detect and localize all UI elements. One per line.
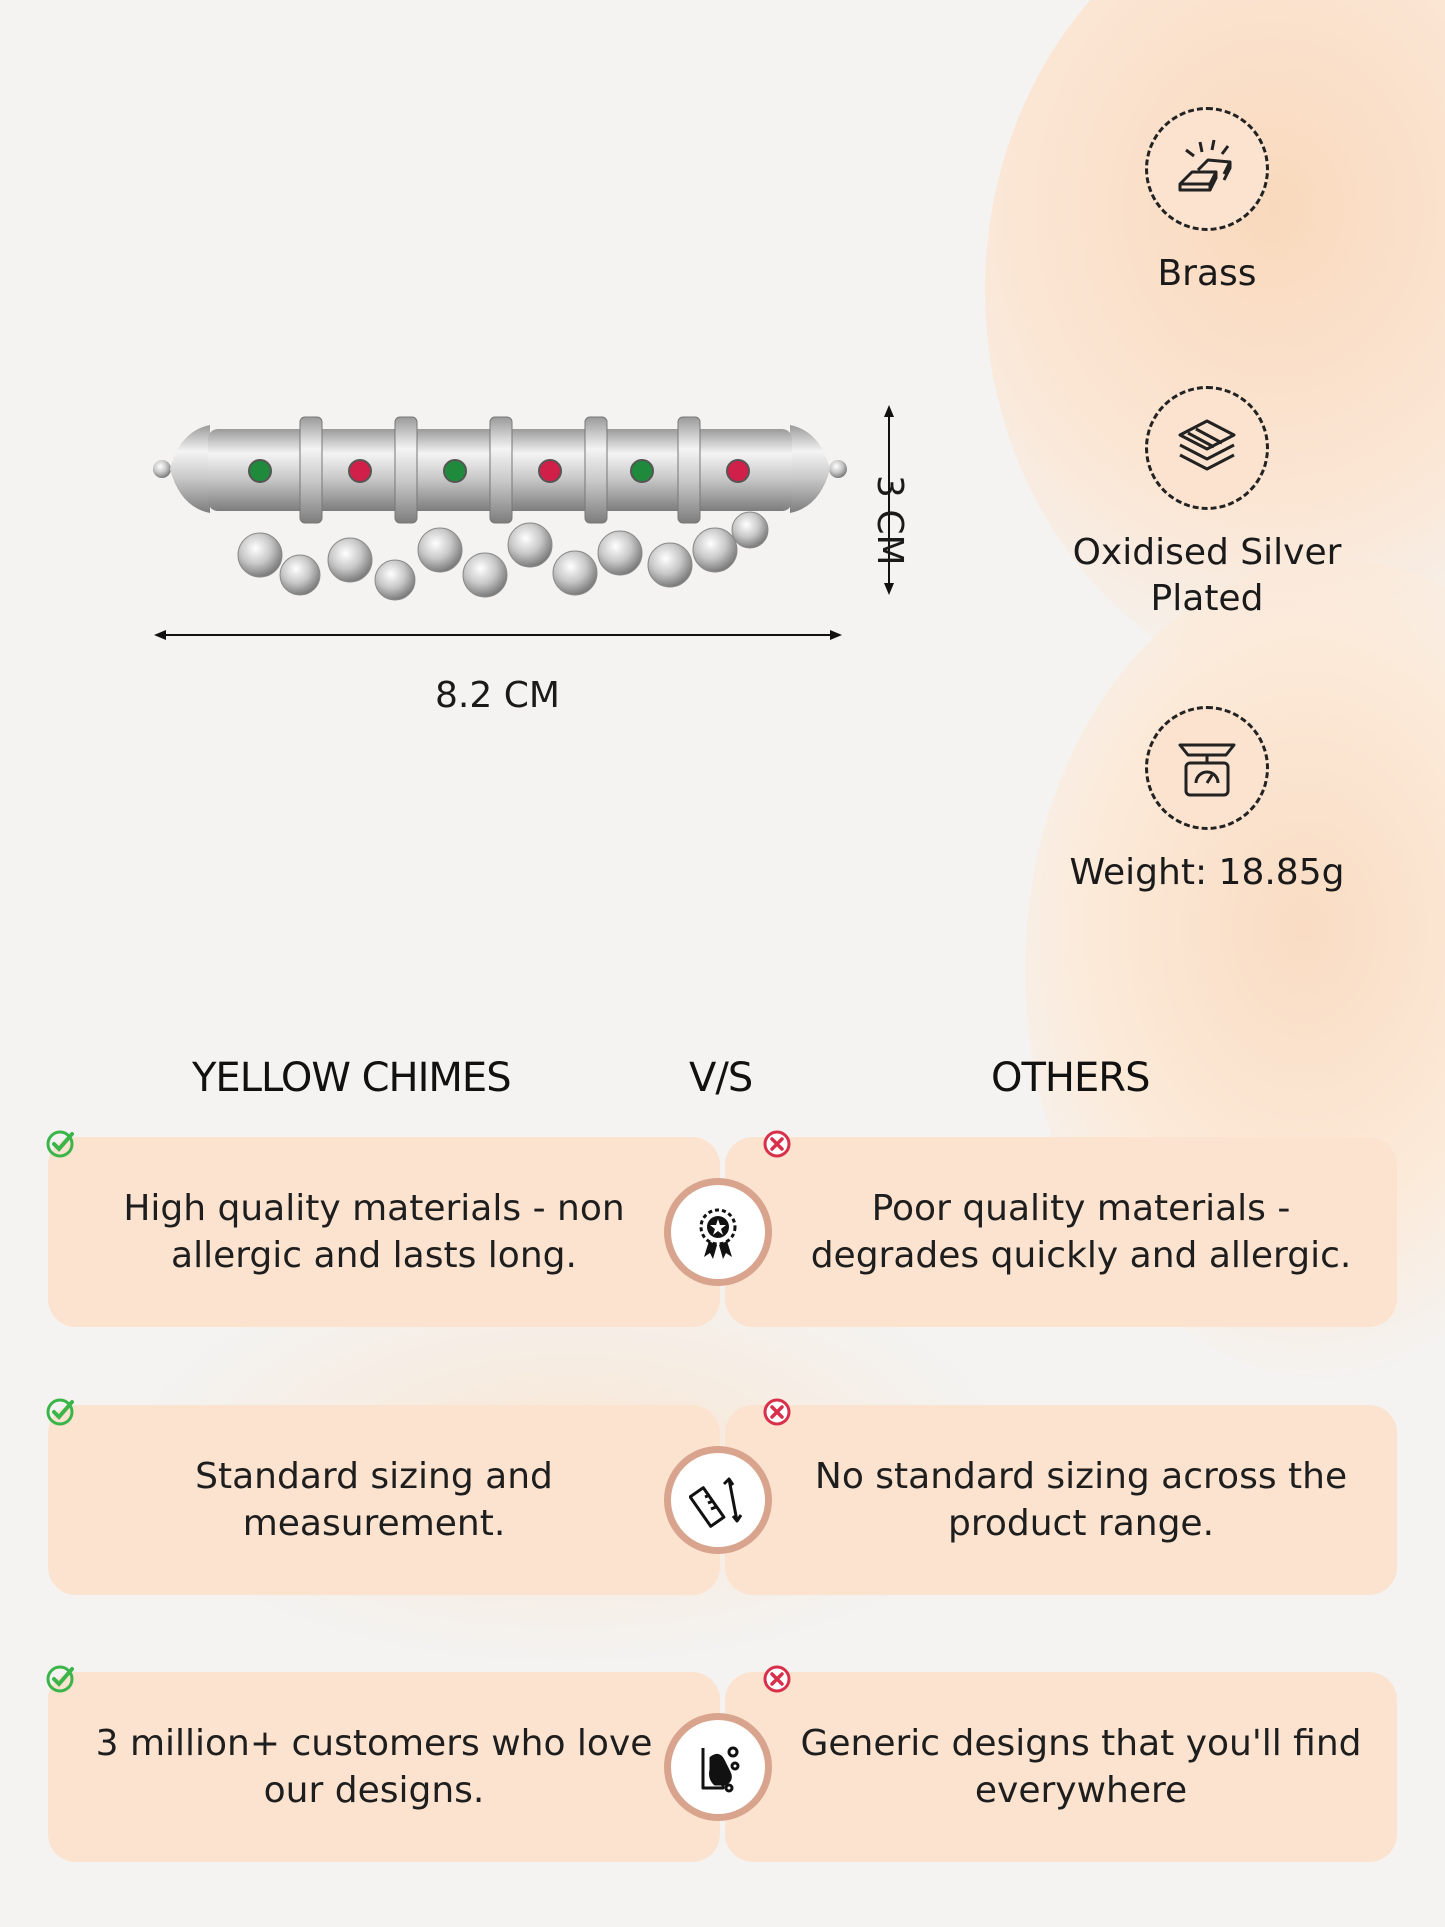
comparison-left-text: 3 million+ customers who love our design… [95, 1723, 653, 1811]
cross-icon [763, 1665, 791, 1693]
layers-icon [1178, 419, 1236, 471]
yellow-chimes-header: YELLOW CHIMES [192, 1055, 512, 1101]
comparison-right-card: No standard sizing across the product ra… [725, 1405, 1397, 1595]
width-dimension: 8.2 CM [435, 675, 560, 716]
comparison-right-card: Generic designs that you'll find everywh… [725, 1672, 1397, 1862]
comparison-left-text: Standard sizing and measurement. [195, 1456, 553, 1544]
feature-plating: Oxidised Silver Plated [1057, 386, 1357, 622]
check-icon [46, 1130, 74, 1158]
comparison-right-text: No standard sizing across the product ra… [814, 1456, 1348, 1544]
product-image [153, 416, 847, 601]
comparison-left-card: High quality materials - non allergic an… [48, 1137, 720, 1327]
cross-icon [763, 1398, 791, 1426]
comparison-right-text: Generic designs that you'll find everywh… [800, 1723, 1362, 1811]
height-arrow [884, 405, 894, 595]
comparison-icon-circle [664, 1713, 772, 1821]
customers-love-icon [701, 1746, 740, 1793]
check-icon [46, 1665, 74, 1693]
ruler-measure-icon [689, 1477, 743, 1528]
quality-badge-icon [699, 1208, 737, 1259]
comparison-left-text: High quality materials - non allergic an… [123, 1188, 625, 1276]
cross-icon [763, 1130, 791, 1158]
feature-plating-ring [1145, 386, 1269, 510]
feature-plating-label: Oxidised Silver Plated [1072, 532, 1342, 619]
feature-material: Brass [1057, 107, 1357, 297]
comparison-left-card: 3 million+ customers who love our design… [48, 1672, 720, 1862]
feature-weight: Weight: 18.85g [1057, 706, 1357, 896]
comparison-right-text: Poor quality materials - degrades quickl… [810, 1188, 1352, 1276]
comparison-left-card: Standard sizing and measurement. [48, 1405, 720, 1595]
height-dimension: 3 CM [869, 475, 910, 566]
comparison-icon-circle [664, 1178, 772, 1286]
feature-weight-ring [1145, 706, 1269, 830]
comparison-icon-circle [664, 1446, 772, 1554]
check-icon [46, 1398, 74, 1426]
comparison-right-card: Poor quality materials - degrades quickl… [725, 1137, 1397, 1327]
gold-bars-icon [1178, 139, 1232, 192]
feature-weight-label: Weight: 18.85g [1069, 852, 1345, 893]
others-header: OTHERS [991, 1055, 1150, 1101]
feature-material-ring [1145, 107, 1269, 231]
vs-header: V/S [689, 1055, 753, 1101]
feature-material-label: Brass [1157, 253, 1257, 294]
width-arrow [154, 630, 842, 640]
weighing-scale-icon [1178, 743, 1236, 797]
